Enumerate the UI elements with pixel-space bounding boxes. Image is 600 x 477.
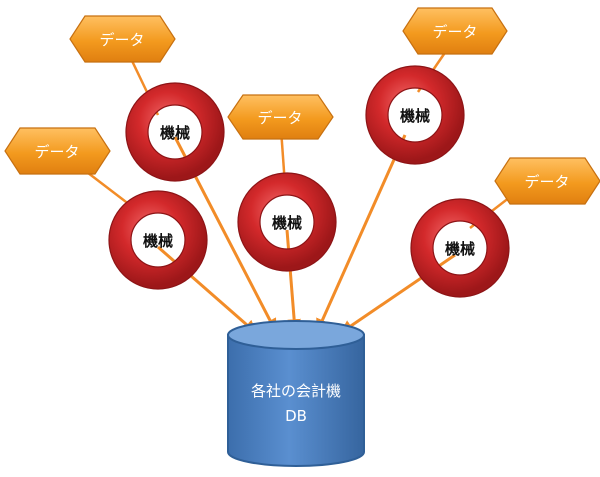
machine-rings: 機械 機械 機械 機械 機械	[108, 65, 510, 298]
machine-label: 機械	[445, 240, 475, 258]
machine-label: 機械	[272, 214, 302, 232]
data-label: データ	[432, 23, 477, 41]
data-label: データ	[99, 31, 144, 49]
machine-ring: 機械	[237, 172, 337, 272]
database-label-line1: 各社の会計機	[251, 382, 341, 400]
data-hexagon: データ	[494, 157, 600, 205]
data-hexagon: データ	[227, 94, 334, 140]
database-label-line2: DB	[285, 407, 307, 425]
data-hexagon: データ	[4, 127, 111, 175]
data-hexagon: データ	[69, 15, 176, 63]
arrow-to-db	[157, 245, 258, 334]
database-cylinder: 各社の会計機 DB	[227, 320, 365, 467]
machine-label: 機械	[160, 124, 190, 142]
data-hexagon: データ	[402, 7, 508, 55]
machine-ring: 機械	[125, 82, 225, 182]
cylinder-top	[227, 320, 365, 350]
data-label: データ	[524, 173, 569, 191]
arrow-to-db	[285, 229, 301, 333]
data-label: データ	[257, 109, 302, 127]
data-label: データ	[34, 143, 79, 161]
cylinder-body	[227, 334, 365, 467]
machine-ring: 機械	[410, 198, 510, 298]
machine-ring: 機械	[108, 190, 208, 290]
machine-label: 機械	[143, 232, 173, 250]
machine-ring: 機械	[365, 65, 465, 165]
data-hexagons: データ データ データ データ データ	[4, 7, 600, 205]
arrow-to-db	[316, 134, 407, 333]
machine-label: 機械	[400, 107, 430, 125]
